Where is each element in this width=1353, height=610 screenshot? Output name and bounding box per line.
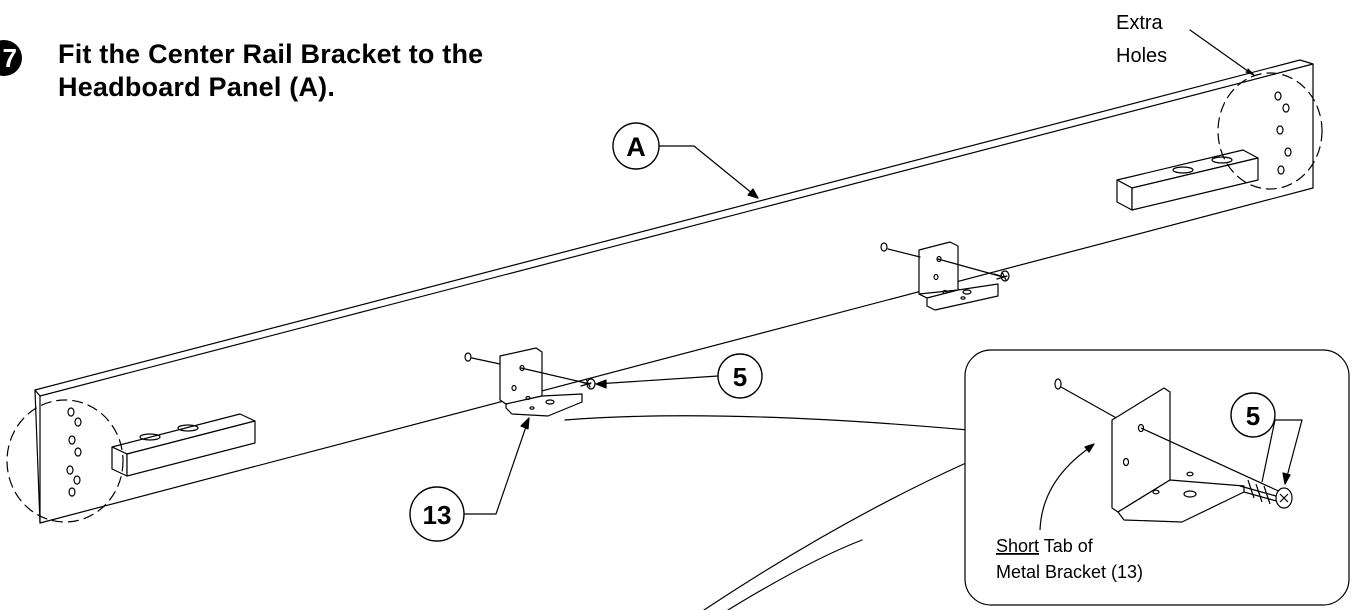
left-end-holes: [66, 407, 82, 497]
detail-wedge-bottom: [703, 462, 967, 610]
detail-short-tab-leader: [1039, 445, 1093, 531]
part-a-leader: [658, 145, 759, 199]
extra-holes-leader: [1189, 29, 1253, 75]
part-5-leader: [595, 375, 719, 385]
left-extra-holes-callout: [6, 399, 124, 523]
step-title-line-2: Headboard Panel (A).: [58, 72, 336, 102]
right-end-holes: [1274, 91, 1292, 175]
detail-dowel: [1054, 378, 1062, 390]
detail-5-leader: [1266, 419, 1303, 485]
part-13-arrow: [520, 417, 530, 430]
detail-wedge-bottom-2: [727, 539, 863, 610]
detail-caption-line-2: Metal Bracket (13): [996, 562, 1143, 582]
step-title: Fit the Center Rail Bracket to the Headb…: [58, 38, 483, 104]
detail-caption-rest: Tab of: [1039, 536, 1094, 556]
step-title-line-1: Fit the Center Rail Bracket to the: [58, 39, 484, 69]
extra-holes-arrow: [1245, 68, 1255, 76]
extra-holes-label-line-2: Holes: [1116, 45, 1167, 67]
headboard-panel: [34, 59, 1314, 524]
detail-wedge-top: [564, 415, 969, 431]
center-bracket-right: [880, 241, 1010, 311]
center-bracket-left: [464, 347, 596, 417]
detail-screw-thread: [1239, 479, 1281, 505]
step-number-badge: 7: [0, 40, 22, 76]
right-block: [1116, 149, 1259, 211]
detail-caption-underlined: Short: [996, 536, 1039, 556]
part-a-label: A: [626, 132, 646, 162]
detail-caption-line-1: Short Tab of: [996, 536, 1094, 556]
part-5-arrow: [595, 379, 607, 389]
part-a-callout: [612, 122, 660, 170]
extra-holes-label-line-1: Extra: [1116, 12, 1164, 34]
part-13-leader: [462, 417, 530, 515]
part-5-label: 5: [733, 362, 747, 392]
part-a-arrow: [747, 188, 759, 199]
right-extra-holes-callout: [1217, 72, 1323, 190]
detail-part-5-callout: [1230, 392, 1276, 438]
left-block: [111, 413, 256, 477]
part-13-callout: [409, 486, 465, 542]
part-5-callout: [717, 353, 763, 399]
detail-part-5-label: 5: [1246, 401, 1260, 431]
part-13-label: 13: [423, 500, 452, 530]
